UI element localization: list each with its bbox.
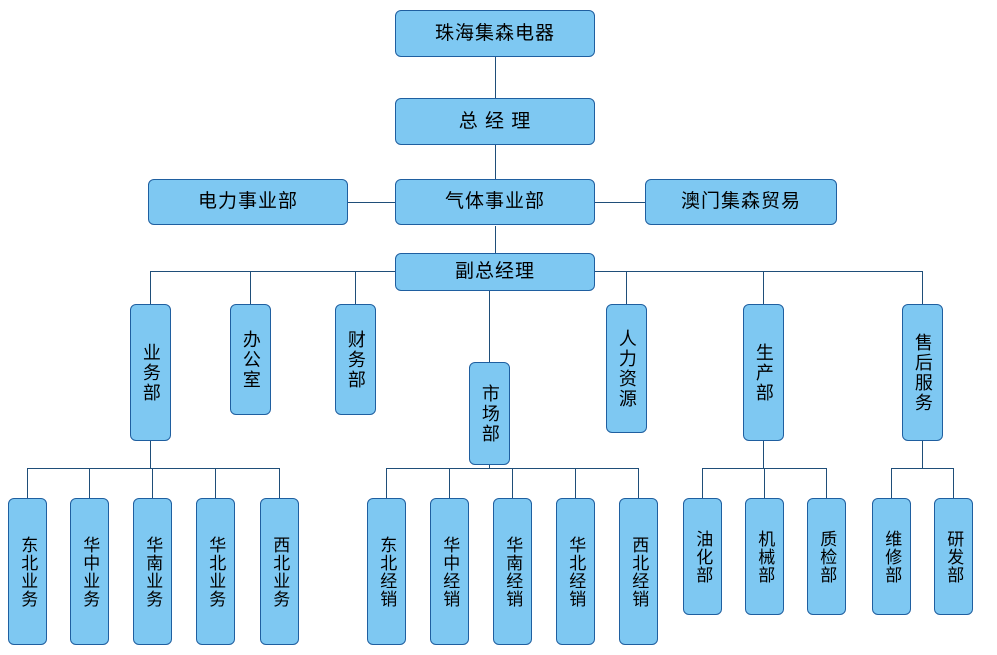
node-company[interactable]: 珠海集森电器: [395, 10, 595, 57]
line-drop-production: [763, 271, 764, 304]
line-drop-office: [250, 271, 251, 304]
node-biz-northwest[interactable]: 西北业务: [260, 498, 299, 645]
node-biz-central[interactable]: 华中业务: [70, 498, 109, 645]
line-sale-2: [449, 468, 450, 498]
node-dept-market[interactable]: 市场部: [469, 362, 510, 465]
line-prod-1: [702, 468, 703, 498]
node-sale-central[interactable]: 华中经销: [430, 498, 469, 645]
node-biz-south[interactable]: 华南业务: [133, 498, 172, 645]
line-sale-1: [386, 468, 387, 498]
line-prod-2: [764, 468, 765, 498]
node-power-division[interactable]: 电力事业部: [148, 179, 348, 225]
line-sale-3: [512, 468, 513, 498]
node-dept-office[interactable]: 办公室: [230, 304, 271, 415]
node-gas-division[interactable]: 气体事业部: [395, 179, 595, 225]
line-drop-hr: [626, 271, 627, 304]
line-drop-business: [150, 271, 151, 304]
line-after-2: [953, 468, 954, 498]
line-biz-1: [27, 468, 28, 498]
node-sale-northeast[interactable]: 东北经销: [367, 498, 406, 645]
line-business-down: [150, 440, 151, 468]
node-biz-north[interactable]: 华北业务: [196, 498, 235, 645]
line-sale-4: [575, 468, 576, 498]
node-biz-northeast[interactable]: 东北业务: [8, 498, 47, 645]
line-drop-market: [489, 290, 490, 362]
node-general-manager[interactable]: 总 经 理: [395, 98, 595, 145]
node-sale-northwest[interactable]: 西北经销: [619, 498, 658, 645]
line-prod-3: [826, 468, 827, 498]
node-dept-aftersales[interactable]: 售后服务: [902, 304, 943, 441]
node-dept-production[interactable]: 生产部: [743, 304, 784, 441]
line-biz-4: [215, 468, 216, 498]
line-biz-5: [279, 468, 280, 498]
line-after-1: [891, 468, 892, 498]
node-deputy-manager[interactable]: 副总经理: [395, 253, 595, 291]
line-market-stem: [489, 465, 490, 468]
line-biz-3: [152, 468, 153, 498]
node-after-repair[interactable]: 维修部: [872, 498, 911, 615]
line-gm-gas: [495, 145, 496, 181]
node-macau-trade[interactable]: 澳门集森贸易: [645, 179, 837, 225]
line-sale-5: [638, 468, 639, 498]
line-company-gm: [495, 57, 496, 98]
line-drop-finance: [355, 271, 356, 304]
node-dept-business[interactable]: 业务部: [130, 304, 171, 441]
node-after-rnd[interactable]: 研发部: [934, 498, 973, 615]
node-prod-machine[interactable]: 机械部: [745, 498, 784, 615]
node-sale-south[interactable]: 华南经销: [493, 498, 532, 645]
node-prod-quality[interactable]: 质检部: [807, 498, 846, 615]
node-dept-finance[interactable]: 财务部: [335, 304, 376, 415]
line-production-down: [763, 440, 764, 468]
line-business-bar: [27, 468, 279, 469]
line-gas-deputy: [495, 226, 496, 254]
line-aftersales-bar: [891, 468, 953, 469]
line-drop-aftersales: [922, 271, 923, 304]
line-aftersales-down: [922, 440, 923, 468]
node-dept-hr[interactable]: 人力资源: [606, 304, 647, 433]
node-prod-oil[interactable]: 油化部: [683, 498, 722, 615]
line-biz-2: [89, 468, 90, 498]
node-sale-north[interactable]: 华北经销: [556, 498, 595, 645]
